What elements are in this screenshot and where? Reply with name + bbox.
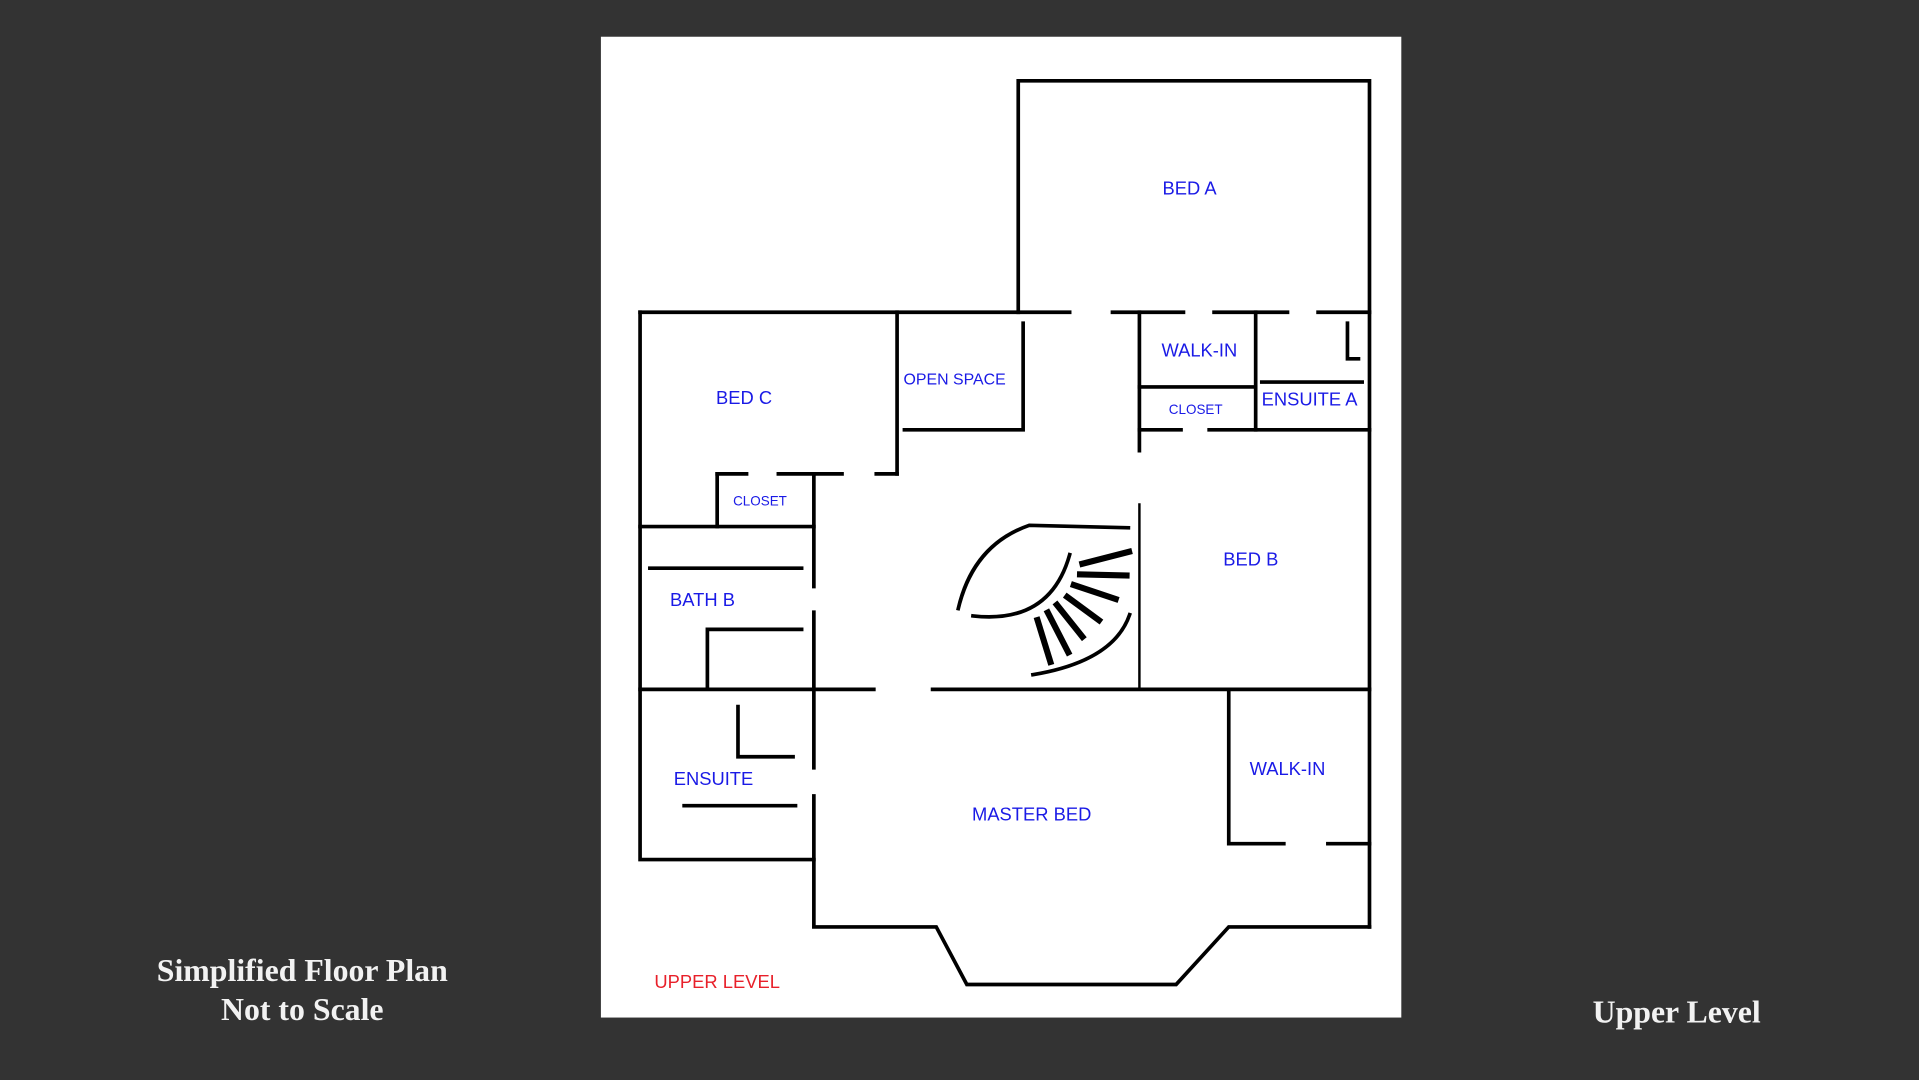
walls (638, 78, 1372, 987)
room-label-bed-a: BED A (1163, 178, 1218, 199)
room-label-walk-in-master: WALK-IN (1250, 758, 1326, 779)
caption-title: Simplified Floor Plan (157, 953, 448, 988)
level-label: UPPER LEVEL (654, 971, 779, 992)
caption-subtitle: Not to Scale (221, 992, 384, 1027)
room-label-closet-c: CLOSET (733, 494, 787, 509)
room-label-open-space: OPEN SPACE (903, 371, 1005, 388)
room-label-bed-c: BED C (716, 387, 772, 408)
room-label-ensuite: ENSUITE (674, 768, 754, 789)
room-label-ensuite-a: ENSUITE A (1262, 388, 1359, 409)
room-label-bed-b: BED B (1223, 549, 1278, 570)
caption-level: Upper Level (1593, 994, 1761, 1029)
room-labels: BED A BED C OPEN SPACE WALK-IN CLOSET EN… (654, 178, 1358, 992)
room-label-master-bed: MASTER BED (972, 803, 1091, 824)
room-label-closet-a: CLOSET (1169, 402, 1223, 417)
room-label-walk-in-a: WALK-IN (1161, 339, 1237, 360)
staircase (956, 523, 1133, 677)
room-label-bath-b: BATH B (670, 589, 735, 610)
